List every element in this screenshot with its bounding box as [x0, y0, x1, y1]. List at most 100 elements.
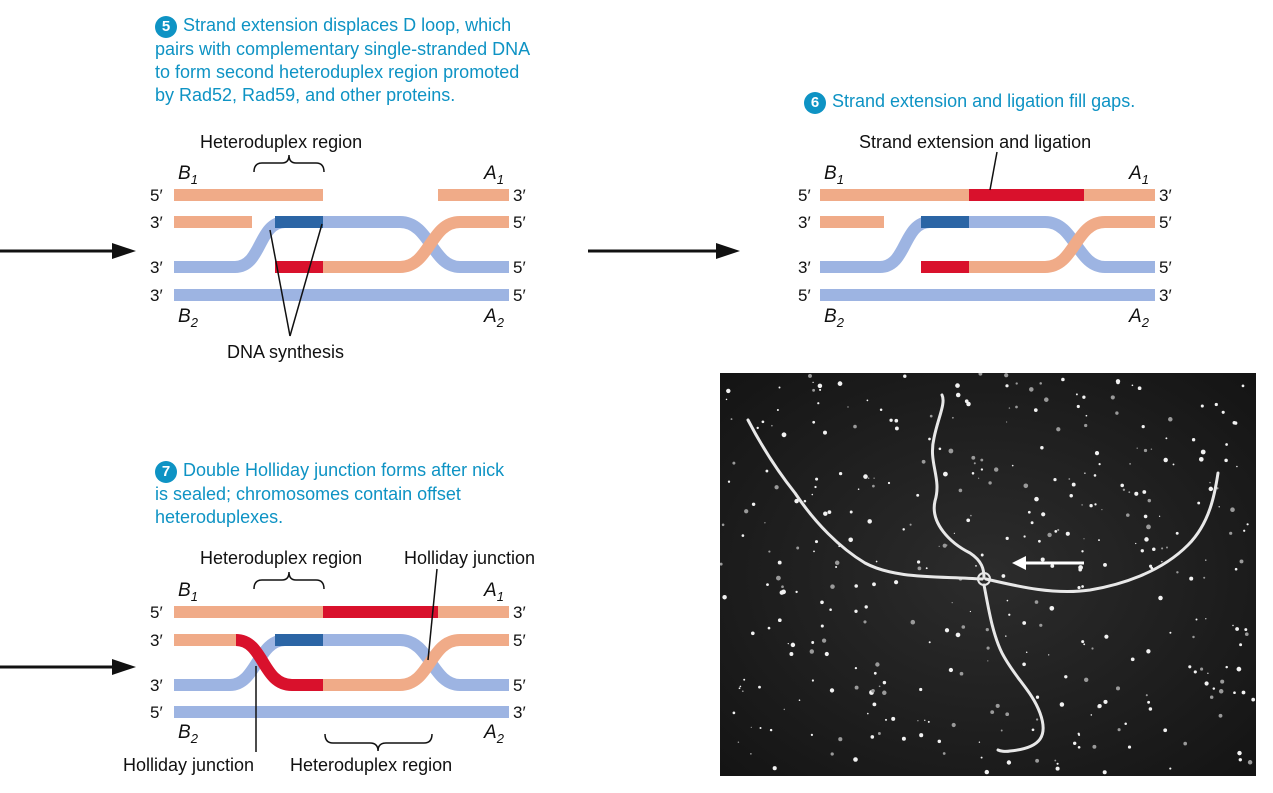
micrograph-speckle — [953, 532, 956, 534]
micrograph-speckle — [1098, 539, 1100, 542]
micrograph-speckle — [928, 641, 931, 644]
micrograph-speckle — [1048, 654, 1050, 656]
micrograph-speckle — [1146, 649, 1151, 654]
step5-end-left-3: 3′ — [150, 258, 163, 277]
micrograph-speckle — [1055, 766, 1060, 771]
micrograph-speckle — [776, 575, 781, 581]
micrograph-speckle — [743, 678, 746, 681]
micrograph-speckle — [1205, 559, 1207, 561]
micrograph-speckle — [1183, 741, 1188, 746]
micrograph-speckle — [1081, 640, 1085, 644]
micrograph-speckle — [864, 605, 868, 609]
micrograph-speckle — [1008, 407, 1011, 409]
micrograph-speckle — [1232, 624, 1234, 627]
micrograph-speckle — [829, 688, 835, 693]
micrograph-speckle — [1030, 521, 1034, 525]
micrograph-speckle — [1212, 687, 1216, 690]
micrograph-speckle — [1126, 513, 1130, 517]
micrograph-speckle — [767, 626, 771, 630]
step7-label-a1: A1 — [483, 580, 504, 604]
micrograph-speckle — [1169, 631, 1172, 634]
micrograph-speckle — [1150, 448, 1153, 450]
micrograph-speckle — [782, 591, 785, 593]
micrograph-speckle — [964, 399, 969, 404]
micrograph-speckle — [1004, 373, 1009, 378]
step5-synthesis-label: DNA synthesis — [227, 342, 344, 362]
micrograph-speckle — [1084, 423, 1088, 428]
micrograph-speckle — [1148, 707, 1153, 711]
micrograph-speckle — [1172, 463, 1175, 466]
step5-strand-salmon-crossing — [323, 216, 509, 273]
micrograph-speckle — [975, 565, 977, 567]
micrograph-speckle — [1208, 486, 1214, 492]
micrograph-speckle — [777, 618, 782, 623]
micrograph-speckle — [916, 560, 921, 564]
micrograph-speckle — [1117, 728, 1121, 732]
micrograph-speckle — [1034, 496, 1039, 502]
micrograph-speckle — [1103, 699, 1108, 704]
micrograph-speckle — [1168, 417, 1173, 422]
micrograph-speckle — [1218, 506, 1220, 508]
micrograph-speckles — [720, 373, 1256, 775]
step6-extension-pointer — [989, 151, 998, 191]
micrograph-speckle — [1203, 576, 1206, 579]
micrograph-speckle — [971, 455, 976, 460]
micrograph-speckle — [771, 424, 773, 427]
micrograph-speckle — [1144, 537, 1149, 542]
micrograph-speckle — [977, 477, 980, 479]
micrograph-speckle — [766, 583, 769, 586]
micrograph-speckle — [1049, 605, 1055, 611]
micrograph-speckle — [1141, 424, 1145, 429]
micrograph-speckle — [1085, 414, 1088, 417]
step7-end-left-2: 3′ — [150, 631, 163, 650]
micrograph-speckle — [1218, 713, 1223, 718]
micrograph-speckle — [973, 462, 976, 465]
micrograph-speckle — [1145, 694, 1148, 697]
step5-end-left-1: 5′ — [150, 186, 163, 205]
micrograph-speckle — [838, 737, 843, 742]
micrograph-speckle — [837, 381, 843, 386]
micrograph-speckle — [980, 468, 984, 471]
micrograph-speckle — [1053, 478, 1057, 482]
micrograph-speckle — [1195, 618, 1198, 621]
micrograph-speckle — [790, 642, 796, 648]
micrograph-speckle — [909, 523, 912, 526]
micrograph-speckle — [835, 565, 838, 569]
micrograph-speckle — [823, 430, 827, 435]
micrograph-speckle — [1147, 700, 1151, 704]
micrograph-speckle — [1220, 679, 1225, 684]
step7-caption-line1: Double Holliday junction forms after nic… — [183, 460, 505, 480]
step7-holliday-label-top: Holliday junction — [404, 548, 535, 568]
step5-diagram — [174, 154, 509, 337]
micrograph-speckle — [1050, 564, 1055, 568]
micrograph-speckle — [814, 485, 817, 489]
micrograph-speckle — [955, 632, 961, 638]
micrograph-speckle — [820, 624, 824, 628]
micrograph-speckle — [959, 671, 964, 676]
step7-heteroduplex-label-top: Heteroduplex region — [200, 548, 362, 568]
process-arrow-to-step7 — [0, 659, 136, 675]
micrograph-speckle — [1006, 599, 1009, 602]
micrograph-speckle — [891, 716, 896, 721]
micrograph-speckle — [1064, 675, 1068, 679]
micrograph-speckle — [764, 522, 766, 524]
step6-strand-salmon-crossing — [969, 216, 1155, 273]
micrograph-speckle — [1089, 504, 1093, 508]
micrograph-speckle — [919, 733, 924, 738]
micrograph-speckle — [814, 540, 819, 544]
micrograph-speckle — [875, 560, 878, 563]
micrograph-junction-node — [977, 572, 991, 586]
micrograph-speckle — [1214, 402, 1218, 407]
step5-number-badge: 5 — [155, 16, 177, 38]
micrograph-speckle — [809, 649, 815, 654]
micrograph-speckle — [1163, 728, 1168, 733]
micrograph-speckle — [1101, 508, 1103, 511]
micrograph-speckle — [1192, 635, 1195, 639]
micrograph-speckle — [732, 461, 736, 465]
micrograph-speckle — [781, 432, 787, 438]
micrograph-speckle — [1165, 437, 1168, 440]
micrograph-speckle — [811, 679, 814, 682]
micrograph-speckle — [1169, 767, 1172, 770]
micrograph-speckle — [978, 373, 983, 376]
micrograph-speckle — [938, 545, 940, 548]
